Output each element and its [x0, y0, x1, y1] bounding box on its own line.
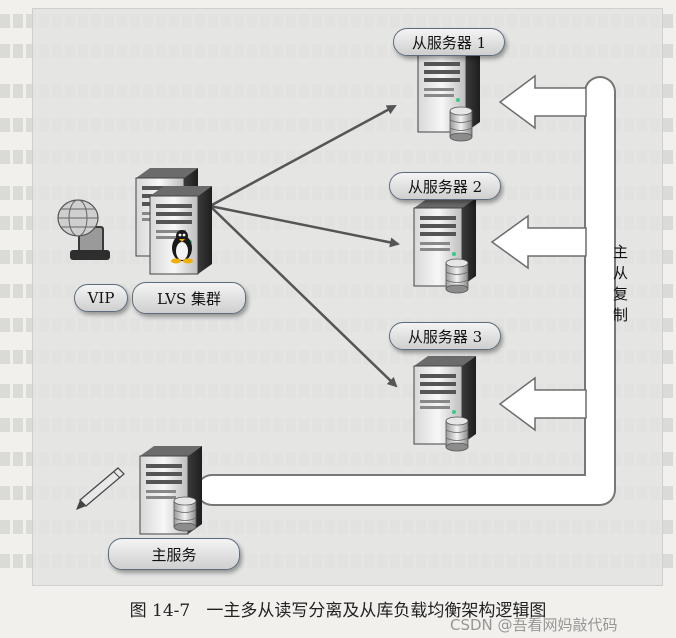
slave-server-3 — [413, 355, 477, 452]
replication-arrow-slave3 — [498, 376, 587, 432]
replication-arrow-slave2 — [490, 214, 587, 270]
linux-penguin-icon — [171, 230, 193, 264]
arrow-lvs-to-slave1 — [209, 104, 397, 208]
replication-label: 主从复制 — [611, 244, 629, 328]
replication-path — [196, 76, 616, 506]
replication-arrow-slave1 — [498, 74, 587, 130]
vip-label: VIP — [74, 284, 128, 312]
arrow-lvs-to-slave2 — [209, 204, 400, 248]
slave-server-1-label: 从服务器 1 — [393, 28, 505, 56]
master-server — [139, 445, 203, 535]
database-icon — [445, 416, 469, 452]
arrow-lvs-to-slave3 — [209, 205, 398, 388]
figure-caption: 图 14-7 一主多从读写分离及从库负载均衡架构逻辑图 — [129, 601, 547, 621]
slave-server-2 — [413, 197, 477, 294]
pen-icon — [76, 467, 125, 510]
lvs-cluster — [135, 167, 213, 275]
slave-server-3-label: 从服务器 3 — [389, 322, 501, 350]
watermark: CSDN @吾看网妈敲代码 — [450, 616, 618, 634]
network-globe-icon — [57, 199, 110, 260]
database-icon — [445, 258, 469, 294]
database-icon — [173, 496, 197, 532]
database-icon — [449, 106, 473, 142]
master-server-label: 主服务 — [108, 538, 240, 570]
slave-server-1 — [417, 43, 481, 142]
slave-server-2-label: 从服务器 2 — [389, 172, 501, 200]
load-balance-arrows — [209, 104, 400, 388]
lvs-cluster-label: LVS 集群 — [132, 282, 246, 314]
